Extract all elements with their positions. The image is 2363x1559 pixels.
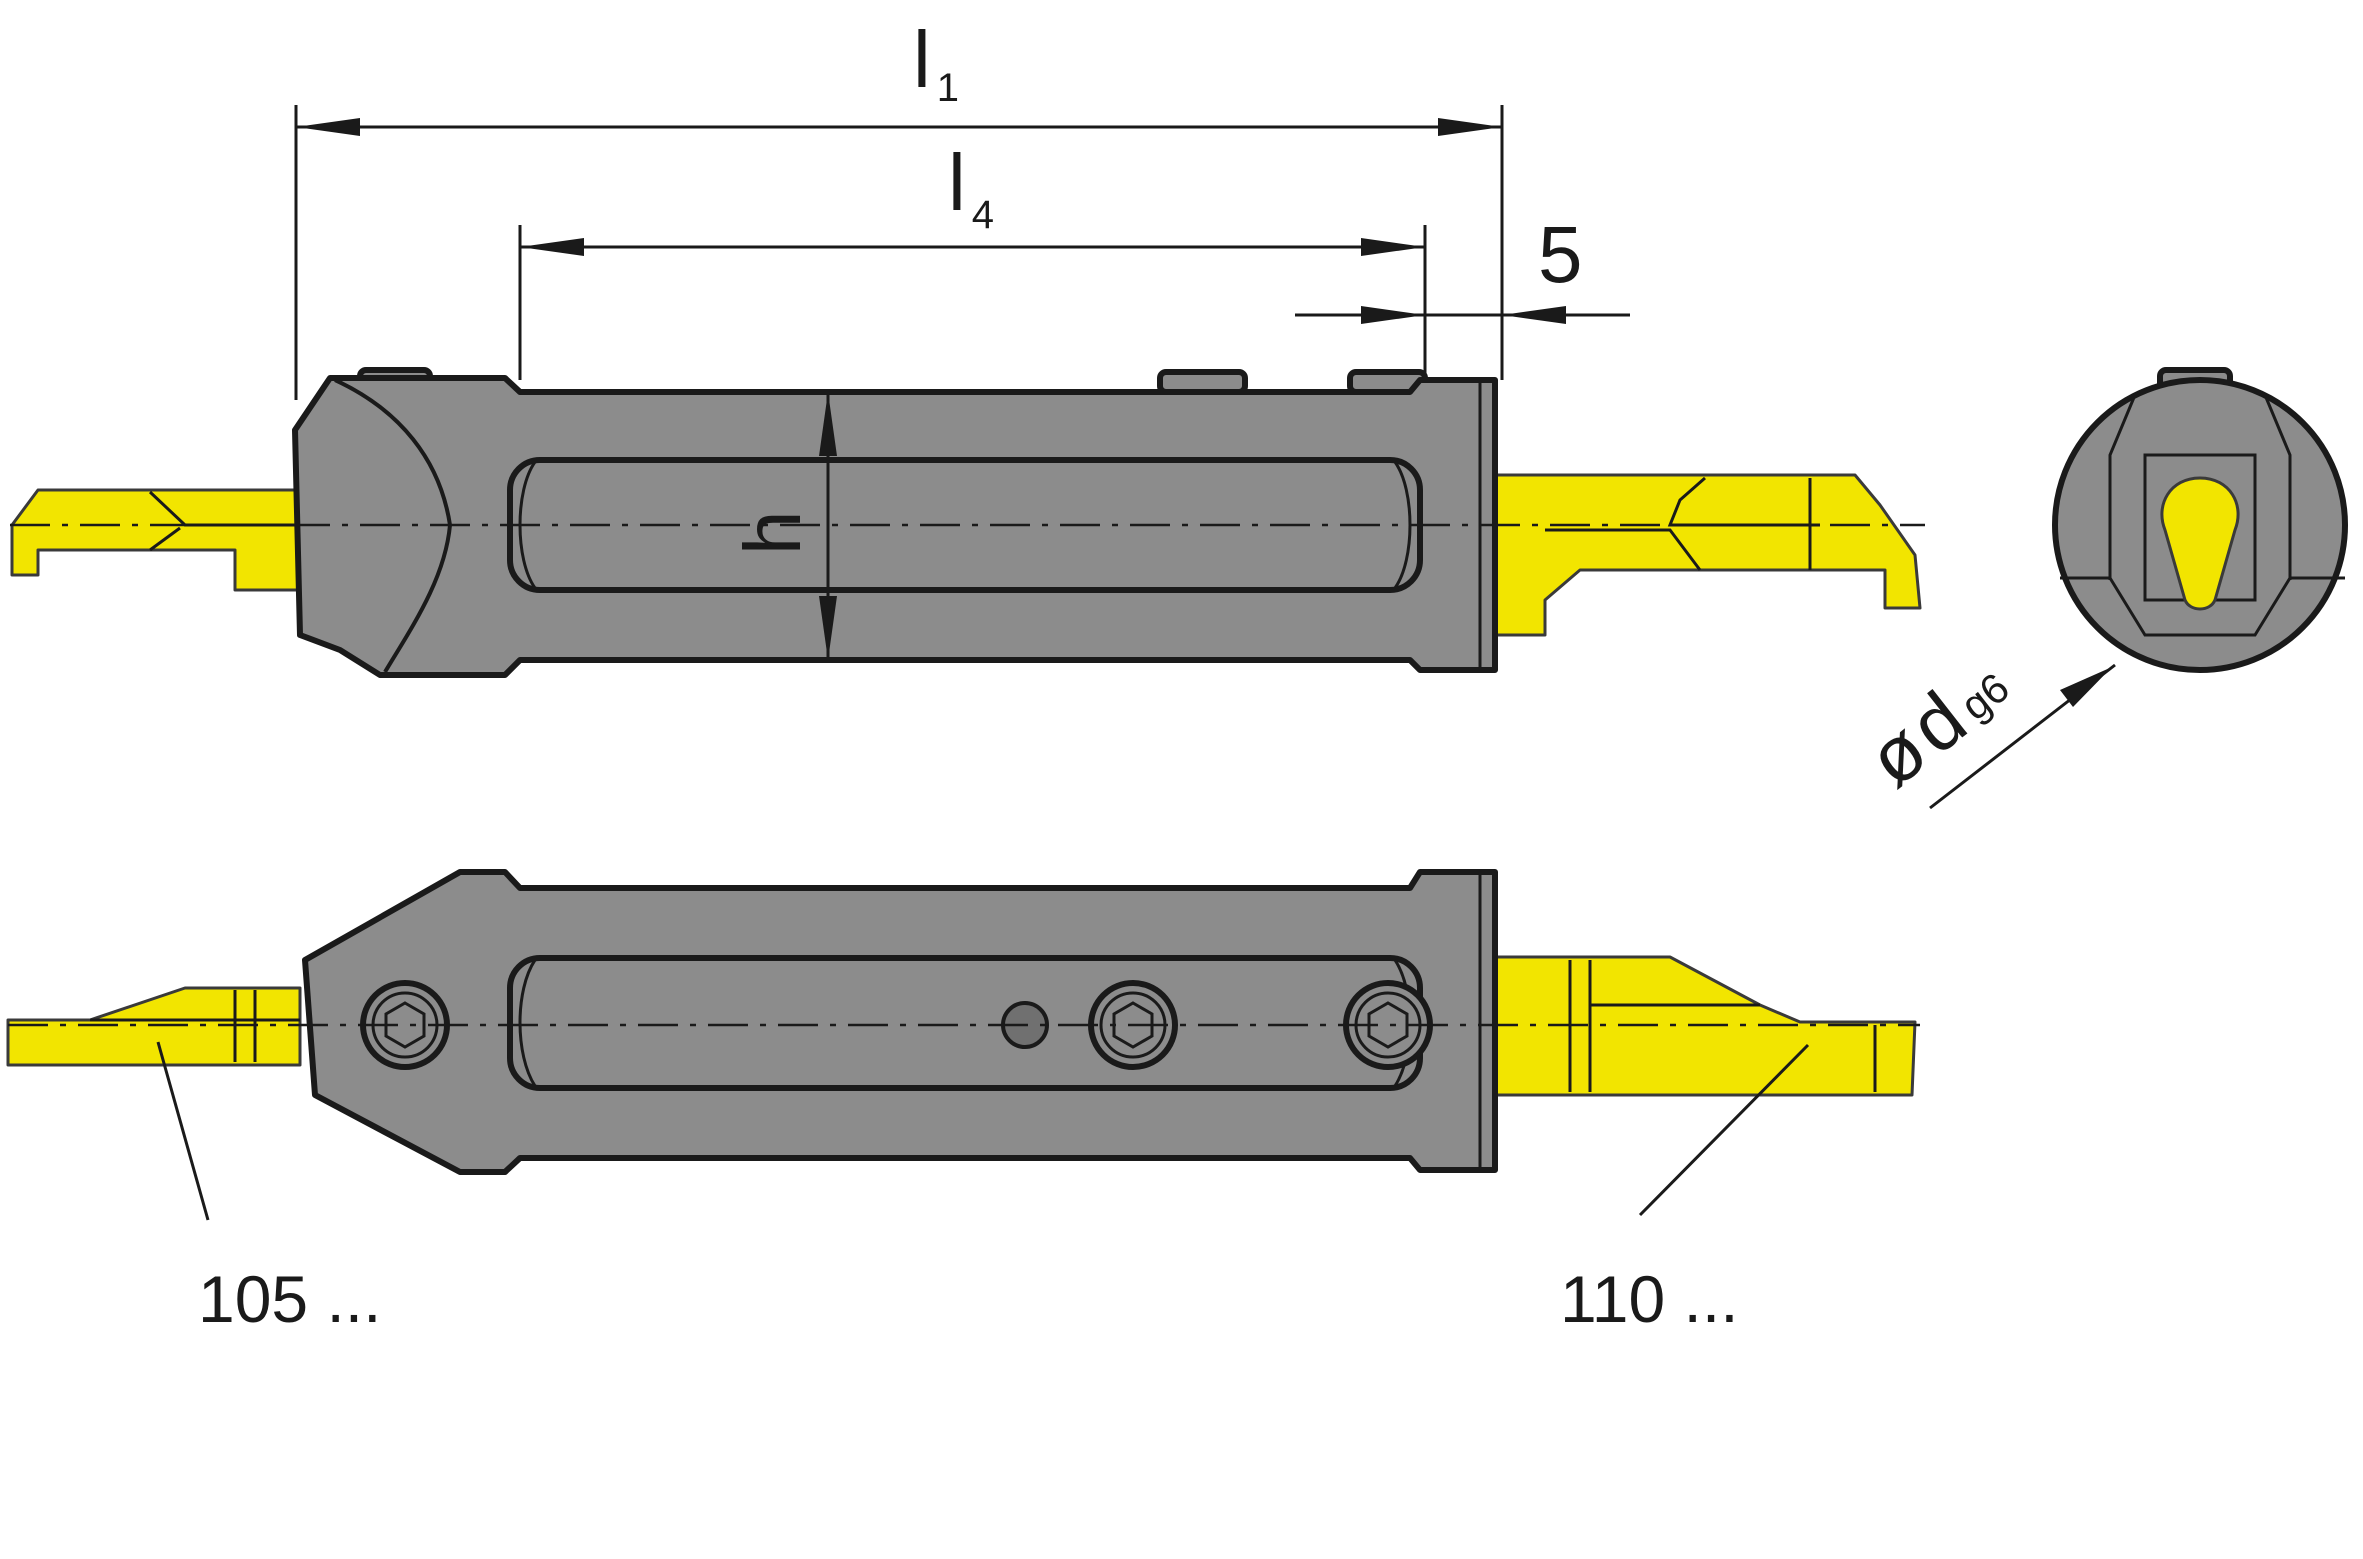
top-view xyxy=(10,367,1925,678)
ref-right-label: 110 ... xyxy=(1560,1262,1739,1336)
end-view xyxy=(2052,367,2348,673)
leader-left xyxy=(156,1041,210,1221)
side-view xyxy=(6,869,1920,1221)
dim-5-label: 5 xyxy=(1538,210,1583,299)
top-right-insert xyxy=(1493,473,1922,637)
leader-right xyxy=(1638,1043,1810,1217)
dim-diameter-label: ødg6 xyxy=(1851,641,2025,804)
ref-left-label: 105 ... xyxy=(198,1262,381,1336)
side-slot xyxy=(507,955,1423,1091)
end-insert-drop xyxy=(2160,476,2240,611)
dim-h-label: h xyxy=(728,511,817,556)
top-left-insert xyxy=(10,488,302,592)
